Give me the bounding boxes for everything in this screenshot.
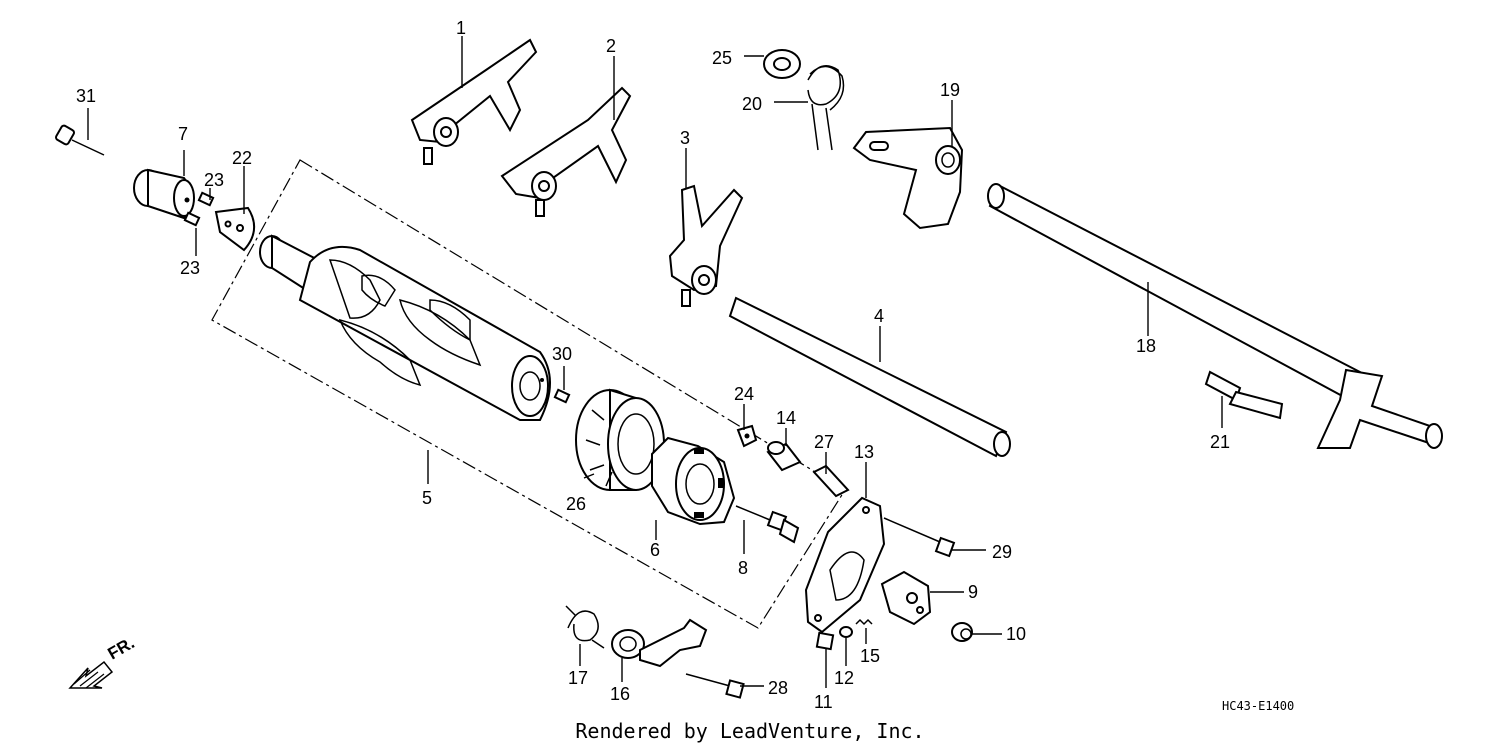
callout-27[interactable]: 27 xyxy=(814,432,834,452)
callout-26[interactable]: 26 xyxy=(566,494,586,514)
part-3-fork[interactable] xyxy=(668,184,744,307)
part-25-washer[interactable] xyxy=(763,49,801,79)
callout-31[interactable]: 31 xyxy=(76,86,96,106)
part-14-collar[interactable] xyxy=(766,441,802,472)
callout-9[interactable]: 9 xyxy=(968,582,978,602)
front-direction-label: FR. xyxy=(105,633,138,663)
diagram-code: HC43-E1400 xyxy=(1222,699,1294,713)
callout-6[interactable]: 6 xyxy=(650,540,660,560)
callout-15[interactable]: 15 xyxy=(860,646,880,666)
part-12-collar[interactable] xyxy=(839,626,853,638)
part-22-plate[interactable] xyxy=(214,206,255,252)
part-23-pin-upper[interactable] xyxy=(197,191,215,207)
callout-4[interactable]: 4 xyxy=(874,306,884,326)
callout-23-lower[interactable]: 23 xyxy=(180,258,200,278)
callout-7[interactable]: 7 xyxy=(178,124,188,144)
callout-25[interactable]: 25 xyxy=(712,48,732,68)
part-26-bearing[interactable] xyxy=(575,388,665,491)
part-20-spring[interactable] xyxy=(807,65,845,151)
assembly-dashed-box xyxy=(211,159,846,629)
callout-29[interactable]: 29 xyxy=(992,542,1012,562)
callout-labels: 1 2 3 4 5 6 7 8 9 10 11 12 13 14 15 16 1… xyxy=(76,18,1230,712)
part-17-spring[interactable] xyxy=(565,605,605,649)
part-27-pin[interactable] xyxy=(812,464,850,498)
callout-8[interactable]: 8 xyxy=(738,558,748,578)
part-4-fork-shaft[interactable] xyxy=(728,296,1011,458)
part-5-shift-drum[interactable] xyxy=(259,234,551,421)
callout-28[interactable]: 28 xyxy=(768,678,788,698)
front-direction-arrow-icon xyxy=(68,660,114,689)
part-21-bolt[interactable] xyxy=(1204,370,1284,420)
part-18-gearshift-spindle[interactable] xyxy=(987,183,1443,449)
part-28-bolt[interactable] xyxy=(685,673,745,699)
callout-20[interactable]: 20 xyxy=(742,94,762,114)
callout-16[interactable]: 16 xyxy=(610,684,630,704)
callout-23-upper[interactable]: 23 xyxy=(204,170,224,190)
callout-11[interactable]: 11 xyxy=(814,692,833,712)
callout-14[interactable]: 14 xyxy=(776,408,796,428)
callout-19[interactable]: 19 xyxy=(940,80,960,100)
part-9-stopper-arm[interactable] xyxy=(880,570,932,626)
callout-1[interactable]: 1 xyxy=(456,18,466,38)
callout-2[interactable]: 2 xyxy=(606,36,616,56)
part-15-spring[interactable] xyxy=(855,618,873,626)
part-8-bolt[interactable] xyxy=(735,505,800,544)
part-1-fork[interactable] xyxy=(410,38,538,165)
part-2-fork[interactable] xyxy=(500,86,632,217)
part-23-pin-lower[interactable] xyxy=(183,211,201,227)
part-29-bolt[interactable] xyxy=(883,517,956,558)
callout-12[interactable]: 12 xyxy=(834,668,854,688)
part-30-pin[interactable] xyxy=(553,388,571,404)
callout-13[interactable]: 13 xyxy=(854,442,874,462)
callout-5[interactable]: 5 xyxy=(422,488,432,508)
part-16-arm[interactable] xyxy=(611,618,708,668)
part-24-stopper[interactable] xyxy=(736,424,758,448)
callout-30[interactable]: 30 xyxy=(552,344,572,364)
callout-24[interactable]: 24 xyxy=(734,384,754,404)
leader-lines xyxy=(87,36,1223,688)
callout-21[interactable]: 21 xyxy=(1210,432,1230,452)
callout-18[interactable]: 18 xyxy=(1136,336,1156,356)
part-7-collar[interactable] xyxy=(133,168,195,220)
callout-17[interactable]: 17 xyxy=(568,668,588,688)
callout-10[interactable]: 10 xyxy=(1006,624,1026,644)
callout-3[interactable]: 3 xyxy=(680,128,690,148)
callout-22[interactable]: 22 xyxy=(232,148,252,168)
part-11-key[interactable] xyxy=(815,631,835,651)
part-13-plate[interactable] xyxy=(804,496,886,634)
part-6-drum-cam[interactable] xyxy=(651,436,736,526)
part-10-nut[interactable] xyxy=(951,622,973,642)
part-31-bolt[interactable] xyxy=(55,124,105,156)
footer-credit: Rendered by LeadVenture, Inc. xyxy=(575,719,924,743)
part-19-arm[interactable] xyxy=(852,126,964,230)
